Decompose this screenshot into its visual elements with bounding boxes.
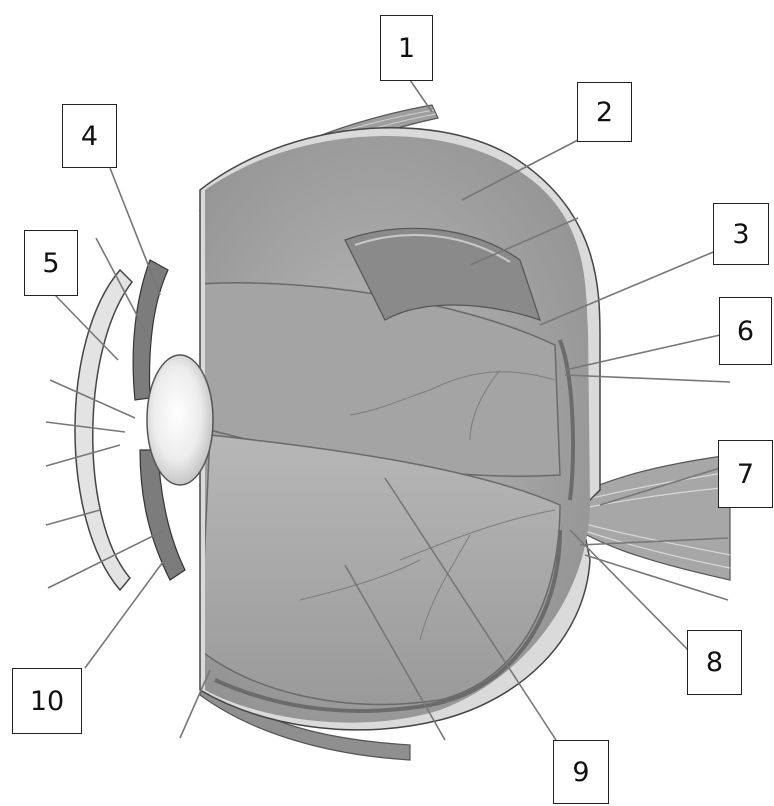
lens <box>147 355 213 485</box>
label-box-1: 1 <box>380 15 433 81</box>
label-box-10: 10 <box>12 668 82 734</box>
label-box-2: 2 <box>577 82 632 142</box>
label-box-8: 8 <box>687 630 742 695</box>
label-box-4: 4 <box>62 104 117 168</box>
label-box-9: 9 <box>553 740 609 804</box>
label-box-5: 5 <box>24 230 78 296</box>
label-box-7: 7 <box>718 440 773 508</box>
label-box-6: 6 <box>719 297 772 365</box>
label-box-3: 3 <box>713 203 769 265</box>
